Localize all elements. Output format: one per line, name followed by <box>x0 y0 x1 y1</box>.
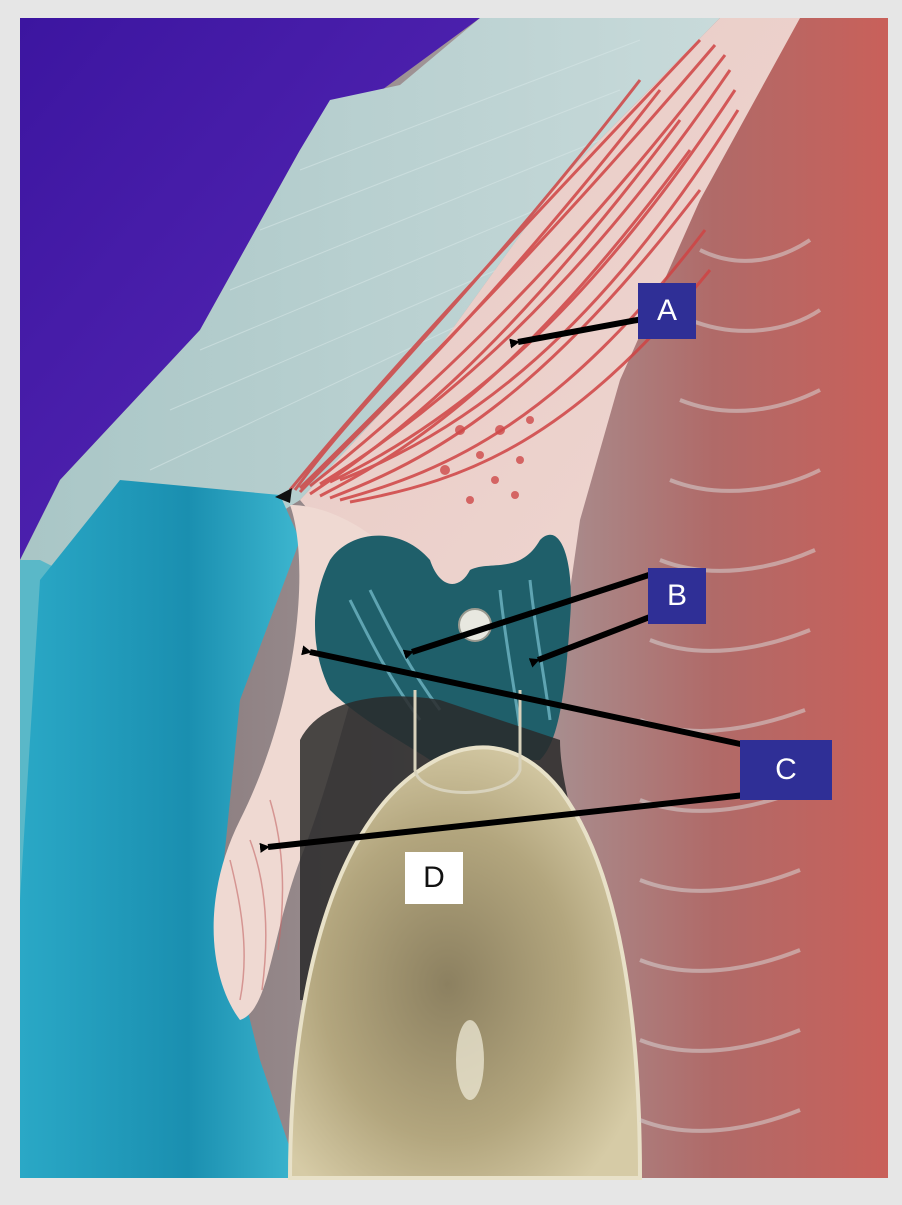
annotation-arrows <box>259 315 746 853</box>
ciliary-folds <box>348 579 552 731</box>
label-c: C <box>740 740 832 800</box>
lens-haptic <box>413 690 522 794</box>
arrow-b-2 <box>528 612 657 668</box>
label-d: D <box>405 852 463 904</box>
lens-reflection <box>456 1020 484 1100</box>
iris-texture <box>229 799 284 1001</box>
label-b: B <box>648 568 706 624</box>
lens-implant <box>287 745 643 1180</box>
purple-background <box>20 18 480 560</box>
arrow-b-1 <box>402 570 656 660</box>
muscle-dots <box>440 416 534 504</box>
angle-recess-marker <box>275 488 292 503</box>
arrow-a <box>509 315 649 349</box>
arrow-c-1 <box>301 645 746 748</box>
label-a: A <box>638 283 696 339</box>
arrow-c-2 <box>259 792 746 853</box>
cornea-region <box>20 18 720 900</box>
